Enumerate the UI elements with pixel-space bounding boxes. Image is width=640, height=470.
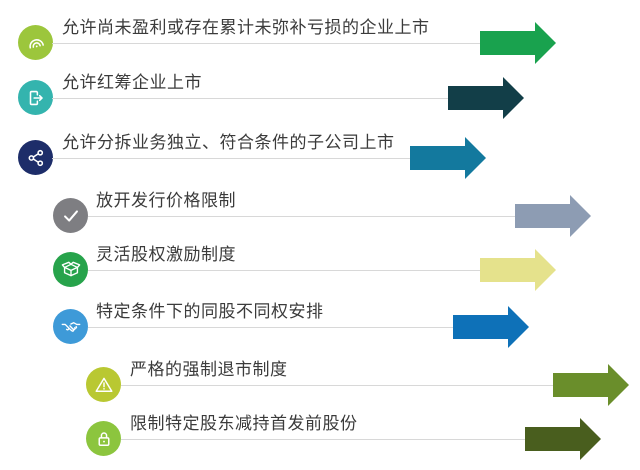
connector-line [121, 439, 525, 440]
arrow-icon [525, 418, 601, 460]
item-label: 限制特定股东减持首发前股份 [130, 414, 358, 434]
logout-icon [18, 80, 53, 115]
check-icon [53, 198, 88, 233]
item-label: 允许分拆业务独立、符合条件的子公司上市 [62, 133, 395, 153]
list-item: 放开发行价格限制 [0, 188, 640, 244]
item-label: 放开发行价格限制 [96, 191, 236, 211]
open-box-icon [53, 252, 88, 287]
item-label: 严格的强制退市制度 [130, 360, 288, 380]
arrow-icon [448, 77, 524, 119]
connector-line [52, 158, 410, 159]
connector-line [88, 327, 453, 328]
lock-icon [86, 421, 121, 456]
arrow-icon [410, 137, 486, 179]
item-label: 允许红筹企业上市 [62, 73, 202, 93]
connector-line [88, 216, 515, 217]
list-item: 允许尚未盈利或存在累计未弥补亏损的企业上市 [0, 15, 640, 71]
item-label: 灵活股权激励制度 [96, 245, 236, 265]
warning-icon [86, 367, 121, 402]
connector-line [52, 98, 448, 99]
item-label: 允许尚未盈利或存在累计未弥补亏损的企业上市 [62, 18, 430, 38]
connector-line [121, 385, 553, 386]
list-item: 严格的强制退市制度 [0, 357, 640, 413]
connector-line [88, 270, 480, 271]
list-item: 特定条件下的同股不同权安排 [0, 299, 640, 355]
share-icon [18, 140, 53, 175]
arrow-icon [553, 364, 629, 406]
arrow-icon [480, 22, 556, 64]
handshake-icon [53, 309, 88, 344]
arrow-icon [515, 195, 591, 237]
arrow-icon [453, 306, 529, 348]
arrow-icon [480, 249, 556, 291]
list-item: 限制特定股东减持首发前股份 [0, 411, 640, 467]
list-item: 允许分拆业务独立、符合条件的子公司上市 [0, 130, 640, 186]
item-label: 特定条件下的同股不同权安排 [96, 302, 324, 322]
list-item: 允许红筹企业上市 [0, 70, 640, 126]
connector-line [52, 43, 480, 44]
list-item: 灵活股权激励制度 [0, 242, 640, 298]
signal-arcs-icon [18, 25, 53, 60]
